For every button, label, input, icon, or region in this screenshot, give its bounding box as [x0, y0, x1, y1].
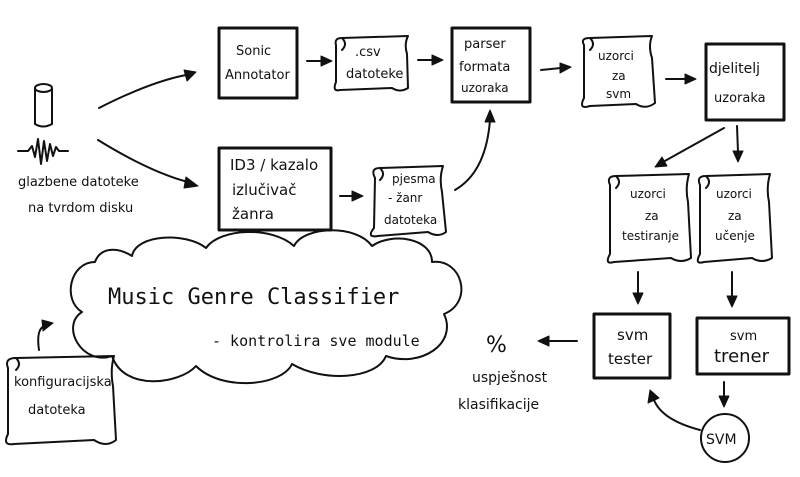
arrow-splitter-to-test-samples [654, 127, 725, 168]
csv-files-scroll: .csv datoteke [333, 35, 409, 92]
svm-samples-line2: za [612, 69, 626, 83]
song-file-line2: - žanr [388, 191, 422, 205]
csv-label-line1: .csv [355, 45, 381, 60]
svm-samples-scroll: uzorci za svm [581, 35, 656, 108]
classifier-title: Music Genre Classifier [108, 285, 399, 310]
id3-label-line3: žanra [232, 205, 274, 223]
id3-extractor-box: ID3 / kazalo izlučivač žanra [217, 146, 333, 232]
arrow-disk-to-sonic [98, 69, 197, 109]
parser-label-line1: parser [464, 37, 506, 52]
training-samples-line3: učenje [715, 229, 755, 243]
sonic-annotator-box: Sonic Annotator [217, 26, 299, 100]
training-samples-line1: uzorci [716, 187, 752, 201]
percent-symbol: % [486, 333, 507, 358]
arrow-disk-to-id3 [97, 139, 199, 189]
test-samples-scroll: uzorci za testiranje [606, 173, 692, 264]
classifier-subtitle: - kontrolira sve module [212, 332, 420, 350]
svm-trainer-box: svm trener [695, 316, 791, 376]
arrow-training-samples-to-trainer [726, 271, 738, 308]
disk-node: glazbene datoteke na tvrdom disku [17, 83, 139, 216]
sonic-label-line2: Annotator [225, 68, 290, 83]
trainer-label-line1: svm [730, 329, 757, 344]
id3-label-line1: ID3 / kazalo [230, 156, 318, 174]
arrow-splitter-to-training-samples [732, 125, 744, 163]
disk-label-line2: na tvrdom disku [28, 201, 133, 216]
test-samples-line3: testiranje [622, 229, 679, 243]
result-label-line1: uspješnost [472, 370, 548, 386]
waveform-icon [17, 138, 69, 165]
arrow-svm-model-to-tester [647, 389, 701, 431]
song-genre-file-scroll: pjesma - žanr datoteka [369, 165, 447, 238]
classification-result: % uspješnost klasifikacije [458, 333, 548, 413]
config-label-line1: konfiguracijska [14, 375, 112, 390]
parser-label-line2: formata [459, 60, 510, 75]
splitter-label-line1: djelitelj [709, 61, 760, 77]
arrow-sonic-to-csv [306, 55, 333, 67]
id3-label-line2: izlučivač [232, 181, 296, 199]
song-file-line1: pjesma [392, 172, 436, 186]
sample-splitter-box: djelitelj uzoraka [704, 42, 786, 122]
svm-model-label: SVM [706, 432, 737, 448]
csv-label-line2: datoteke [346, 67, 403, 82]
config-label-line2: datoteka [28, 403, 86, 418]
svm-samples-line1: uzorci [598, 49, 634, 63]
arrow-id3-to-song-file [339, 190, 364, 202]
arrow-parser-to-svm-samples [540, 62, 572, 74]
tester-label-line1: svm [617, 326, 648, 344]
test-samples-line2: za [645, 209, 659, 223]
classifier-cloud: Music Genre Classifier - kontrolira sve … [69, 229, 463, 384]
svm-tester-box: svm tester [592, 312, 672, 380]
training-samples-scroll: uzorci za učenje [696, 173, 773, 264]
arrow-config-to-classifier [37, 319, 54, 351]
parser-label-line3: uzoraka [461, 81, 509, 95]
training-samples-line2: za [728, 209, 742, 223]
sonic-label-line1: Sonic [236, 44, 271, 59]
splitter-label-line2: uzoraka [714, 91, 766, 106]
tester-label-line2: tester [608, 350, 653, 368]
disk-label-line1: glazbene datoteke [18, 175, 139, 190]
song-file-line3: datoteka [384, 213, 437, 227]
svm-model-node: SVM [700, 413, 750, 463]
arrow-test-samples-to-tester [632, 271, 644, 305]
svm-samples-line3: svm [606, 87, 631, 101]
parser-box: parser formata uzoraka [450, 26, 532, 104]
test-samples-line1: uzorci [630, 187, 666, 201]
arrow-trainer-to-svm-model [718, 381, 730, 408]
trainer-label-line2: trener [714, 346, 770, 367]
arrow-csv-to-parser [417, 54, 444, 66]
arrow-song-file-to-parser [454, 109, 496, 191]
result-label-line2: klasifikacije [458, 397, 539, 413]
arrow-svm-samples-to-splitter [665, 73, 697, 85]
config-file-scroll: konfiguracijska datoteka [5, 355, 117, 446]
disk-cylinder-icon [34, 83, 53, 128]
arrow-tester-to-result [537, 335, 578, 347]
